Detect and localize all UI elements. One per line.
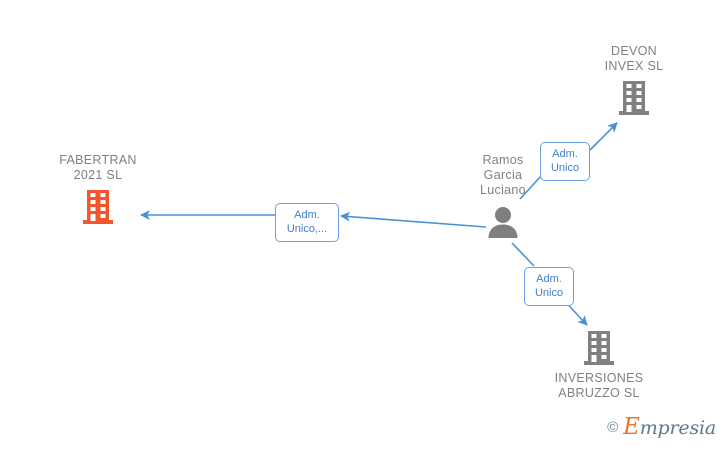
node-person-label: Ramos Garcia Luciano <box>480 153 526 197</box>
edge-person-to-fabertran <box>140 210 487 228</box>
edge-person-to-devon <box>519 122 618 200</box>
node-fabertran-label: FABERTRAN 2021 SL <box>59 153 137 182</box>
building-icon <box>619 80 649 116</box>
edge-label-fabertran[interactable]: Adm. Unico,... <box>275 203 339 242</box>
copyright-icon: © <box>607 418 619 436</box>
empresia-watermark: © Empresia <box>607 414 716 440</box>
brand-wordmark: Empresia <box>623 414 716 440</box>
brand-rest: mpresia <box>639 417 716 439</box>
node-devon-label: DEVON INVEX SL <box>604 44 664 73</box>
brand-initial: E <box>623 414 640 440</box>
node-person[interactable]: Ramos Garcia Luciano <box>428 153 578 238</box>
node-abruzzo-label: INVERSIONES ABRUZZO SL <box>554 371 644 400</box>
node-fabertran[interactable]: FABERTRAN 2021 SL <box>23 153 173 225</box>
edge-label-abruzzo[interactable]: Adm. Unico <box>524 267 574 306</box>
person-icon <box>486 206 520 238</box>
node-devon[interactable]: DEVON INVEX SL <box>559 44 709 116</box>
edge-label-devon[interactable]: Adm. Unico <box>540 142 590 181</box>
building-icon <box>584 330 614 366</box>
building-icon <box>83 189 113 225</box>
node-abruzzo[interactable]: INVERSIONES ABRUZZO SL <box>524 330 674 401</box>
